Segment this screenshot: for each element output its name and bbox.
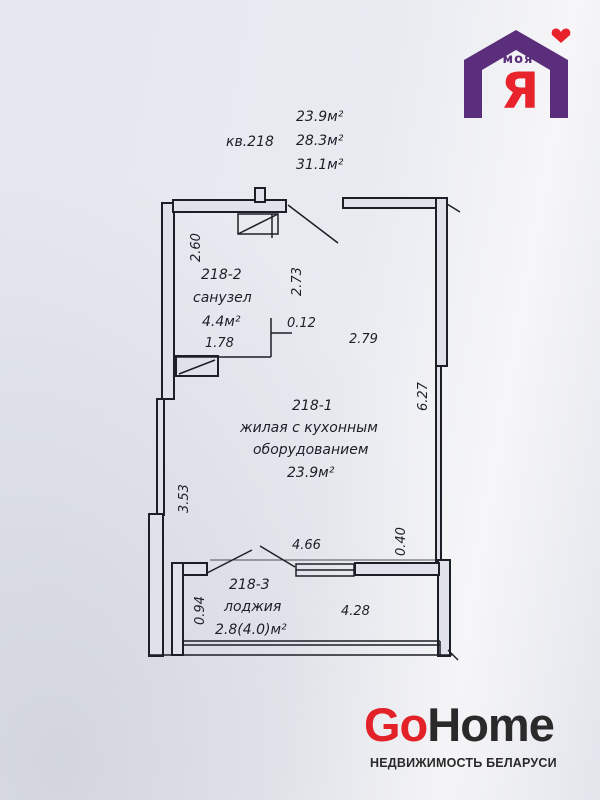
heart-icon — [551, 28, 571, 43]
area-total: 28.3м² — [296, 133, 344, 149]
room-bath-number: 218-2 — [201, 267, 242, 283]
dim-loggia-length: 4.66 — [292, 538, 321, 553]
room-main-name-line2: оборудованием — [253, 442, 369, 458]
dim-bath-inner-height: 2.73 — [290, 267, 305, 296]
gohome-home: Home — [427, 698, 555, 751]
house-roof-icon — [464, 30, 568, 118]
walls — [148, 187, 451, 657]
dim-bath-height: 2.60 — [189, 233, 204, 262]
room-bath-area: 4.4м² — [202, 314, 241, 330]
dim-loggia-inner-length: 4.28 — [341, 604, 370, 619]
moya-word: моя — [502, 52, 534, 67]
moya-ya-logo — [464, 28, 571, 118]
room-main-name-line1: жилая с кухонным — [239, 420, 378, 436]
dim-room-width: 2.79 — [349, 332, 378, 347]
gohome-tagline: НЕДВИЖИМОСТЬ БЕЛАРУСИ — [370, 756, 557, 770]
dim-loggia-offset: 0.40 — [394, 527, 409, 556]
dim-lower-height: 3.53 — [177, 484, 192, 513]
apartment-number: кв.218 — [226, 134, 274, 150]
gohome-logo: GoHome — [364, 700, 564, 750]
dim-bath-width: 1.78 — [205, 336, 234, 351]
moya-letter: Я — [500, 62, 540, 120]
dim-loggia-depth: 0.94 — [193, 596, 208, 625]
room-loggia-name: лоджия — [223, 599, 281, 615]
interior-lines — [150, 203, 461, 661]
area-living: 23.9м² — [296, 109, 344, 125]
room-main-area: 23.9м² — [287, 465, 335, 481]
gohome-go: Go — [364, 698, 428, 751]
room-loggia-area: 2.8(4.0)м² — [215, 622, 287, 638]
dim-room-height: 6.27 — [416, 381, 431, 411]
room-main-number: 218-1 — [292, 398, 333, 414]
room-loggia-number: 218-3 — [229, 577, 270, 593]
dim-bath-offset: 0.12 — [287, 316, 316, 331]
room-bath-name: санузел — [193, 290, 252, 306]
area-with-loggia: 31.1м² — [296, 157, 344, 173]
